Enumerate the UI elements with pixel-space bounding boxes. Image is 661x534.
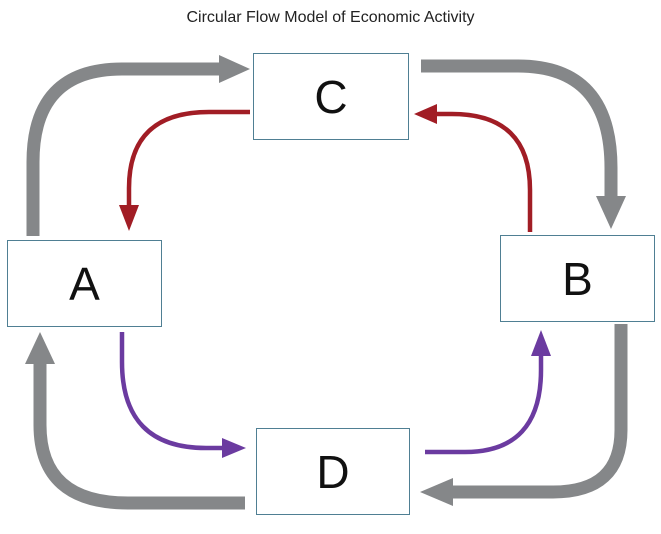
arrow-a-to-d	[119, 332, 222, 451]
arrowhead-c-to-b	[596, 196, 626, 229]
arrowhead-d-to-b	[531, 330, 551, 356]
arrowhead-b-to-c	[414, 104, 437, 124]
arrowhead-a-to-c	[219, 55, 250, 83]
arrow-a-to-c	[26, 62, 220, 236]
arrowhead-a-to-d	[222, 438, 246, 458]
arrow-b-to-d	[453, 324, 628, 499]
arrow-d-to-a	[33, 364, 245, 510]
node-c-label: C	[314, 70, 348, 123]
arrowhead-c-to-a	[119, 205, 139, 231]
node-a: A	[7, 240, 162, 327]
arrow-b-to-c	[437, 111, 533, 232]
node-c: C	[253, 53, 409, 140]
red-arrows	[119, 104, 533, 232]
arrow-c-to-a	[126, 109, 250, 205]
node-b-label: B	[562, 252, 593, 305]
arrow-d-to-b	[425, 356, 544, 455]
node-b: B	[500, 235, 655, 322]
arrowhead-b-to-d	[420, 478, 453, 506]
node-d: D	[256, 428, 410, 515]
diagram-title: Circular Flow Model of Economic Activity	[186, 9, 475, 26]
arrowhead-d-to-a	[25, 332, 55, 364]
purple-arrows	[119, 330, 551, 458]
arrow-c-to-b	[421, 59, 618, 196]
node-a-label: A	[69, 257, 100, 310]
node-d-label: D	[316, 445, 350, 498]
outer-arrows	[25, 55, 628, 510]
